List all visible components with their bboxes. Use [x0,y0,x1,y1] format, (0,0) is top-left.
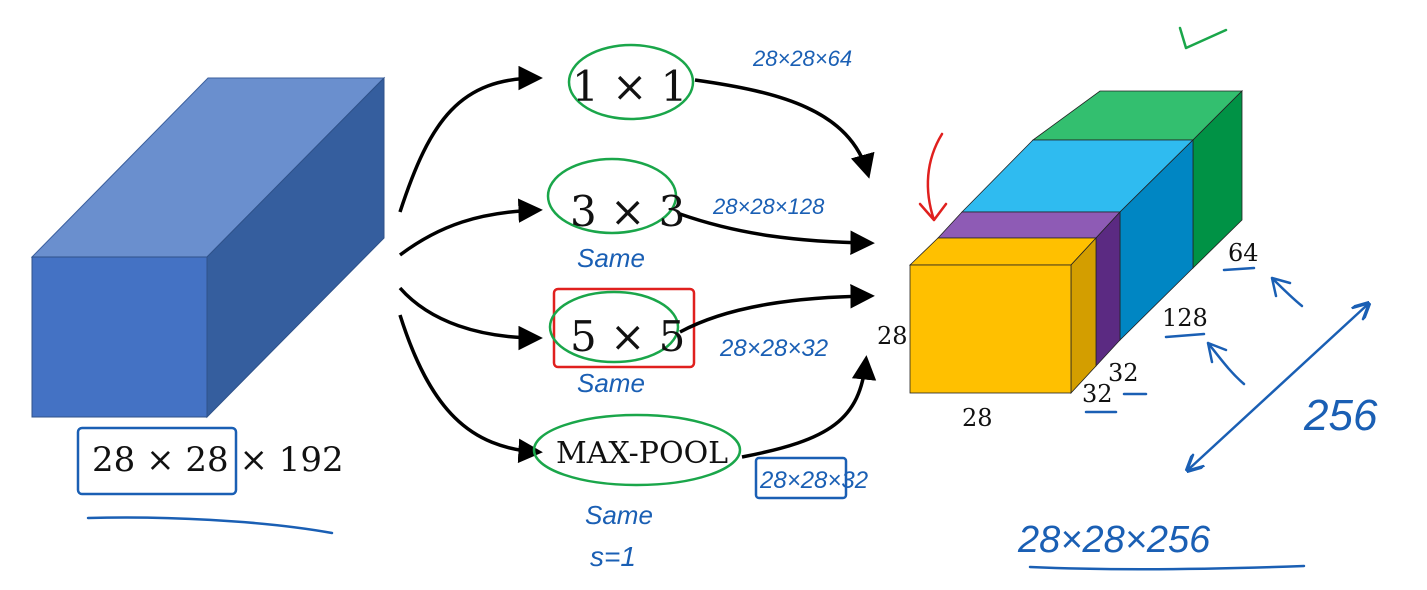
arrow-to-maxpool [398,314,543,464]
arrow-from-3x3 [679,212,875,255]
branch-maxpool-label: MAX-POOL [556,436,728,471]
branch-3x3-padding-note: Same [577,243,645,273]
arrow-from-1x1 [694,78,875,179]
output-width-label: 28 [962,404,993,432]
pointer-arrow-64 [1270,276,1304,308]
green-checkmark [1178,26,1228,50]
total-depth-note: 256 [1303,391,1378,440]
output-yellow-top [909,237,1097,266]
output-purple-top [937,211,1121,239]
output-yellow-depth-label: 32 [1082,380,1113,408]
arrow-from-maxpool [741,355,877,459]
branch-5x5-output-note: 28×28×32 [719,335,828,362]
arrow-to-1x1 [398,65,543,213]
branch-maxpool-output-note: 28×28×32 [759,467,868,494]
branch-1x1-label: 1 × 1 [572,62,687,111]
output-blue-depth-label: 128 [1162,304,1208,332]
input-volume [30,76,386,419]
arrow-to-5x5 [398,286,543,351]
branch-maxpool-circle [532,413,742,487]
arrow-to-3x3 [398,198,543,257]
branch-5x5-circle [548,290,680,364]
depth-annotations [1028,266,1366,571]
input-underline [86,516,334,535]
pointer-arrow-128 [1206,341,1246,386]
branch-5x5-highlight-box [552,287,696,369]
underline-128 [1164,332,1206,339]
output-volume [909,90,1243,395]
total-depth-double-arrow [1190,306,1366,468]
branch-1x1-circle [567,43,695,121]
arrow-from-5x5 [679,284,875,334]
output-purple-side [1095,210,1121,368]
branch-1x1-output-note: 28×28×64 [752,46,852,71]
output-green-depth-label: 64 [1228,239,1259,267]
branch-3x3-output-note: 28×28×128 [712,194,825,219]
output-arrows [679,78,877,459]
branch-3x3-circle [546,157,678,235]
input-volume-label: 28 × 28 × 192 [92,440,344,480]
branch-5x5-padding-note: Same [577,368,645,398]
underline-64 [1222,266,1256,272]
input-arrows [398,65,543,464]
branch-maxpool-stride-note: s=1 [590,541,636,572]
input-spatial-highlight-box [76,426,238,496]
output-height-label: 28 [877,322,908,350]
output-yellow-side [1070,236,1097,395]
total-output-underline [1028,564,1306,571]
output-yellow-front [909,264,1072,394]
output-purple-depth-label: 32 [1108,359,1139,387]
branch-maxpool-padding-note: Same [585,500,653,530]
total-output-note: 28×28×256 [1017,519,1211,561]
input-volume-front [31,256,208,418]
branch-3x3-label: 3 × 3 [570,187,685,236]
branch-maxpool-spatial-box [754,456,848,500]
red-pointer-arrow [918,132,948,222]
branch-5x5-label: 5 × 5 [570,312,685,361]
